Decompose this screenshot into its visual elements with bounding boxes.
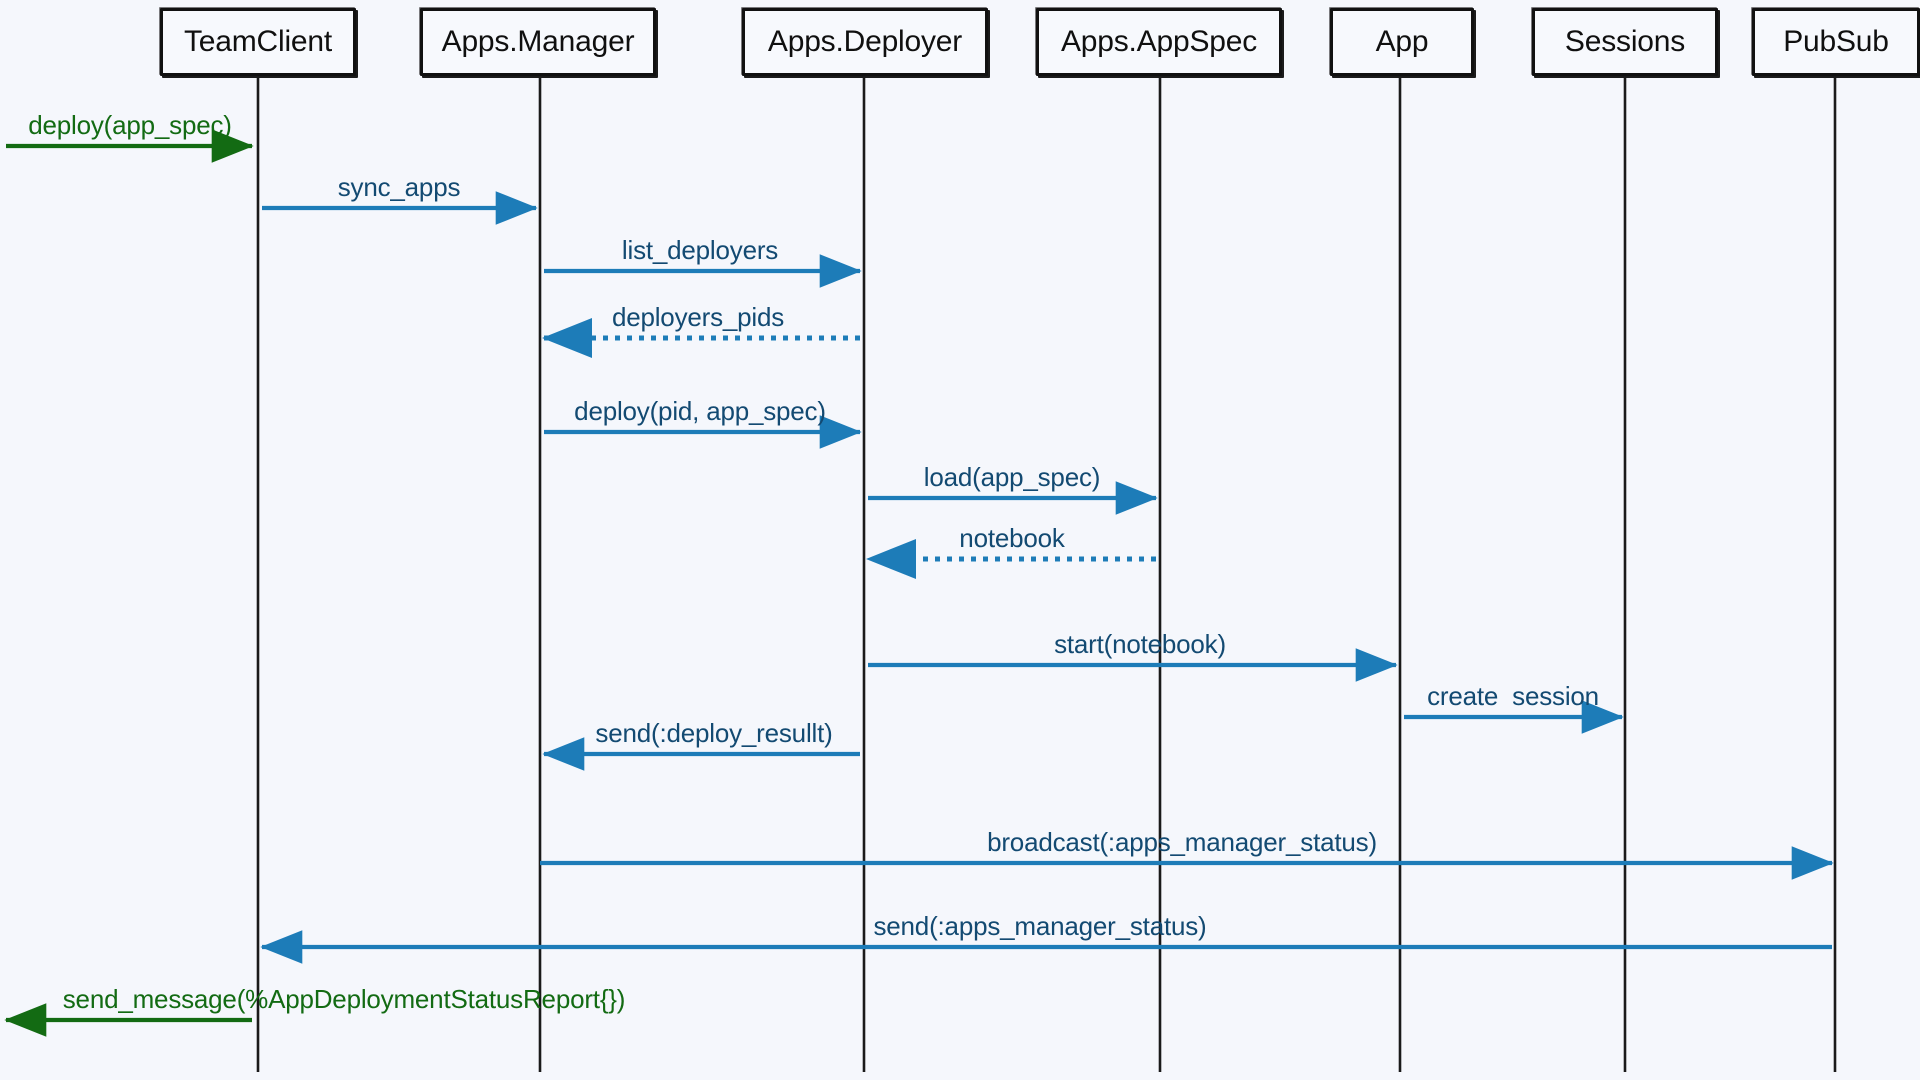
message-label-m11: broadcast(:apps_manager_status) <box>987 827 1377 857</box>
participant-box-appsdeployer[interactable]: Apps.Deployer <box>742 8 988 76</box>
participant-box-app[interactable]: App <box>1330 8 1474 76</box>
message-label-m1: deploy(app_spec) <box>28 110 232 140</box>
participant-label-appsdeployer: Apps.Deployer <box>767 25 963 58</box>
message-label-m13: send_message(%AppDeploymentStatusReport{… <box>62 984 626 1014</box>
message-label-m7: notebook <box>959 523 1065 553</box>
message-label-m8: start(notebook) <box>1054 629 1226 659</box>
participant-box-appsmanager[interactable]: Apps.Manager <box>420 8 656 76</box>
participant-label-pubsub: PubSub <box>1783 25 1889 58</box>
participant-box-teamclient[interactable]: TeamClient <box>160 8 356 76</box>
messages-group <box>4 129 1834 1037</box>
message-label-m10: send(:deploy_resullt) <box>595 718 833 748</box>
message-label-m9: create session <box>1427 681 1599 711</box>
message-label-m3: list_deployers <box>621 235 779 265</box>
participant-label-appsappspec: Apps.AppSpec <box>1060 25 1258 58</box>
participant-label-teamclient: TeamClient <box>183 25 333 58</box>
participant-box-pubsub[interactable]: PubSub <box>1752 8 1920 76</box>
message-label-m6: load(app_spec) <box>923 462 1101 492</box>
participant-label-appsmanager: Apps.Manager <box>441 25 635 58</box>
message-label-m12: send(:apps_manager_status) <box>873 911 1207 941</box>
message-label-m4: deployers_pids <box>611 302 785 332</box>
participant-box-sessions[interactable]: Sessions <box>1532 8 1718 76</box>
lifelines-group <box>256 76 1837 1072</box>
participant-box-appsappspec[interactable]: Apps.AppSpec <box>1036 8 1282 76</box>
participant-label-sessions: Sessions <box>1564 25 1686 58</box>
message-label-m2: sync_apps <box>337 172 461 202</box>
participant-label-app: App <box>1375 25 1429 58</box>
message-label-m5: deploy(pid, app_spec) <box>574 396 826 426</box>
